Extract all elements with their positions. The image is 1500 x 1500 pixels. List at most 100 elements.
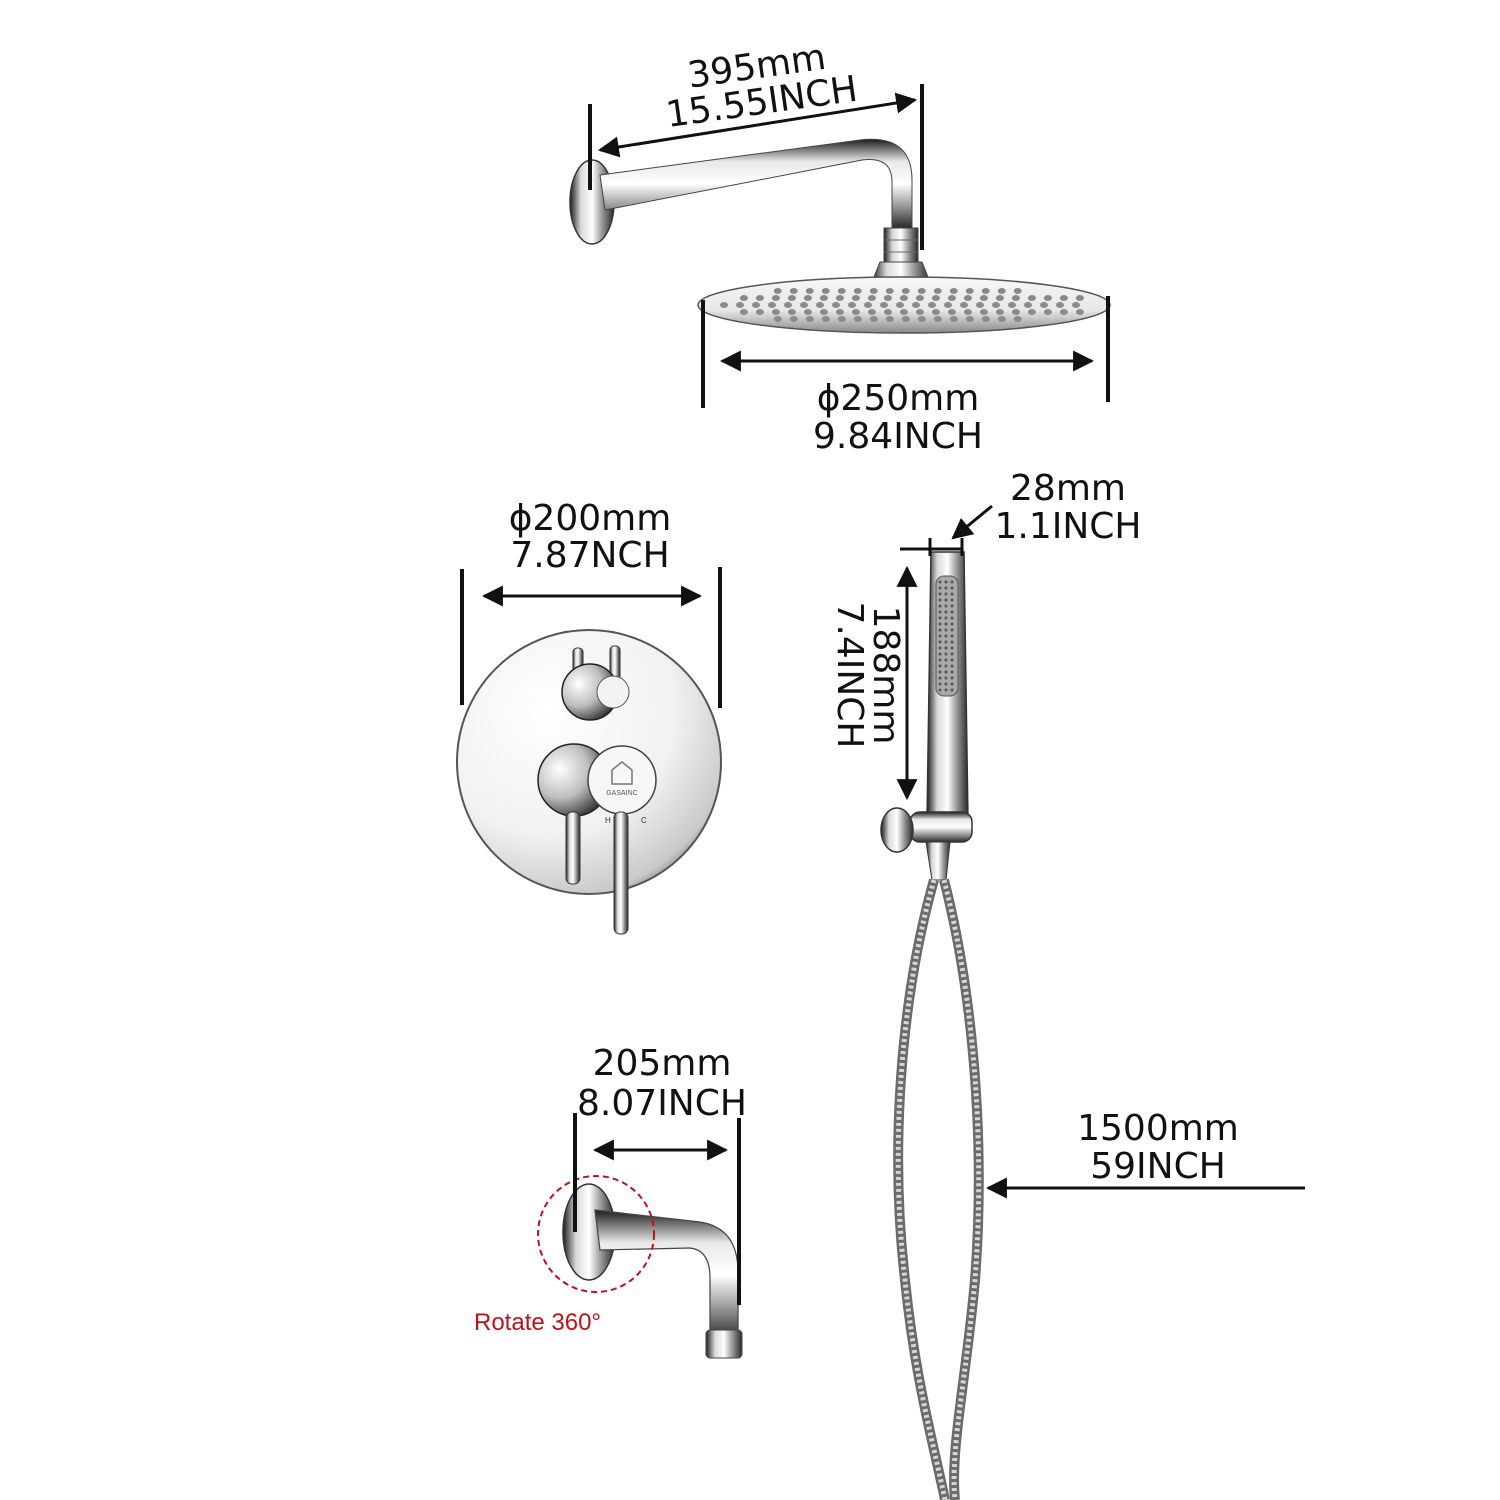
- nozzle: [981, 288, 990, 294]
- nozzle: [885, 288, 894, 294]
- nozzle: [979, 295, 988, 301]
- nozzle: [800, 302, 808, 308]
- nozzle: [995, 309, 1004, 315]
- grip-dot: [950, 604, 954, 608]
- nozzle: [965, 288, 974, 294]
- nozzle: [773, 316, 782, 322]
- grip-dot: [944, 592, 948, 596]
- nozzle: [933, 316, 942, 322]
- brand-logo-text: GASAINC: [606, 790, 638, 797]
- nozzle: [997, 316, 1006, 322]
- grip-dot: [944, 670, 948, 674]
- shower-head-inch-label: 9.84INCH: [813, 416, 983, 457]
- nozzle: [1027, 309, 1036, 315]
- nozzle: [899, 309, 908, 315]
- nozzle: [816, 302, 824, 308]
- grip-dot: [944, 580, 948, 584]
- nozzle: [752, 302, 760, 308]
- handheld-width-mm-label: 28mm: [1010, 468, 1126, 509]
- nozzle: [901, 316, 910, 322]
- nozzle: [963, 309, 972, 315]
- nozzle: [1013, 316, 1022, 322]
- rotate-note: Rotate 360°: [474, 1309, 601, 1336]
- grip-dot: [938, 652, 942, 656]
- nozzle: [917, 288, 926, 294]
- grip-dot: [944, 652, 948, 656]
- grip-dot: [944, 586, 948, 590]
- grip-dot: [950, 682, 954, 686]
- nozzle: [944, 302, 952, 308]
- grip-dot: [950, 646, 954, 650]
- valve-plate-mm-label: ϕ200mm: [509, 498, 672, 539]
- grip-dot: [944, 676, 948, 680]
- shower-head-nozzles: [720, 288, 1084, 322]
- nozzle: [901, 288, 910, 294]
- nozzle: [931, 309, 940, 315]
- grip-dot: [944, 646, 948, 650]
- nozzle: [1072, 302, 1080, 308]
- nozzle: [805, 316, 814, 322]
- valve-plate-inch-label: 7.87NCH: [510, 535, 669, 576]
- grip-dot: [938, 646, 942, 650]
- nozzle: [976, 302, 984, 308]
- nozzle: [867, 309, 876, 315]
- nozzle: [819, 309, 828, 315]
- diverter-knob: [561, 645, 630, 721]
- tub-spout-mm-label: 205mm: [593, 1043, 732, 1084]
- grip-dot: [944, 610, 948, 614]
- grip-dot: [950, 622, 954, 626]
- nozzle: [1013, 288, 1022, 294]
- nozzle: [928, 302, 936, 308]
- grip-dot: [938, 634, 942, 638]
- dimension-handheld-length: 188mm 7.4INCH: [829, 565, 918, 801]
- grip-dot: [944, 616, 948, 620]
- grip-dot: [950, 616, 954, 620]
- valve-trim-plate: GASAINC H C: [456, 629, 722, 935]
- grip-dot: [944, 640, 948, 644]
- nozzle: [851, 309, 860, 315]
- handheld-length-mm-label: 188mm: [865, 606, 906, 745]
- nozzle: [787, 295, 796, 301]
- nozzle: [979, 309, 988, 315]
- nozzle: [1011, 309, 1020, 315]
- nozzle: [896, 302, 904, 308]
- rotate-indicator-circle: [537, 1175, 655, 1293]
- grip-dot: [950, 634, 954, 638]
- grip-dot: [950, 580, 954, 584]
- nozzle: [883, 309, 892, 315]
- handheld-grip-texture: [938, 580, 954, 692]
- grip-dot: [950, 640, 954, 644]
- hot-label: H: [605, 816, 611, 825]
- nozzle: [1075, 309, 1084, 315]
- nozzle: [851, 295, 860, 301]
- nozzle: [931, 295, 940, 301]
- grip-dot: [944, 682, 948, 686]
- nozzle: [720, 302, 728, 308]
- cold-label: C: [641, 816, 647, 825]
- nozzle: [768, 302, 776, 308]
- grip-dot: [938, 586, 942, 590]
- nozzle: [869, 316, 878, 322]
- grip-dot: [950, 670, 954, 674]
- nozzle: [739, 295, 748, 301]
- nozzle: [899, 295, 908, 301]
- dimension-tub-spout: 205mm 8.07INCH: [573, 1043, 747, 1305]
- grip-dot: [950, 688, 954, 692]
- nozzle: [805, 288, 814, 294]
- nozzle: [1043, 295, 1052, 301]
- nozzle: [1056, 302, 1064, 308]
- grip-dot: [944, 658, 948, 662]
- grip-dot: [944, 634, 948, 638]
- handheld-length-inch-label: 7.4INCH: [829, 601, 870, 748]
- nozzle: [880, 302, 888, 308]
- nozzle: [1059, 309, 1068, 315]
- grip-dot: [950, 664, 954, 668]
- grip-dot: [938, 622, 942, 626]
- nozzle: [949, 288, 958, 294]
- nozzle: [755, 309, 764, 315]
- nozzle: [821, 288, 830, 294]
- nozzle: [963, 295, 972, 301]
- grip-dot: [944, 604, 948, 608]
- nozzle: [789, 316, 798, 322]
